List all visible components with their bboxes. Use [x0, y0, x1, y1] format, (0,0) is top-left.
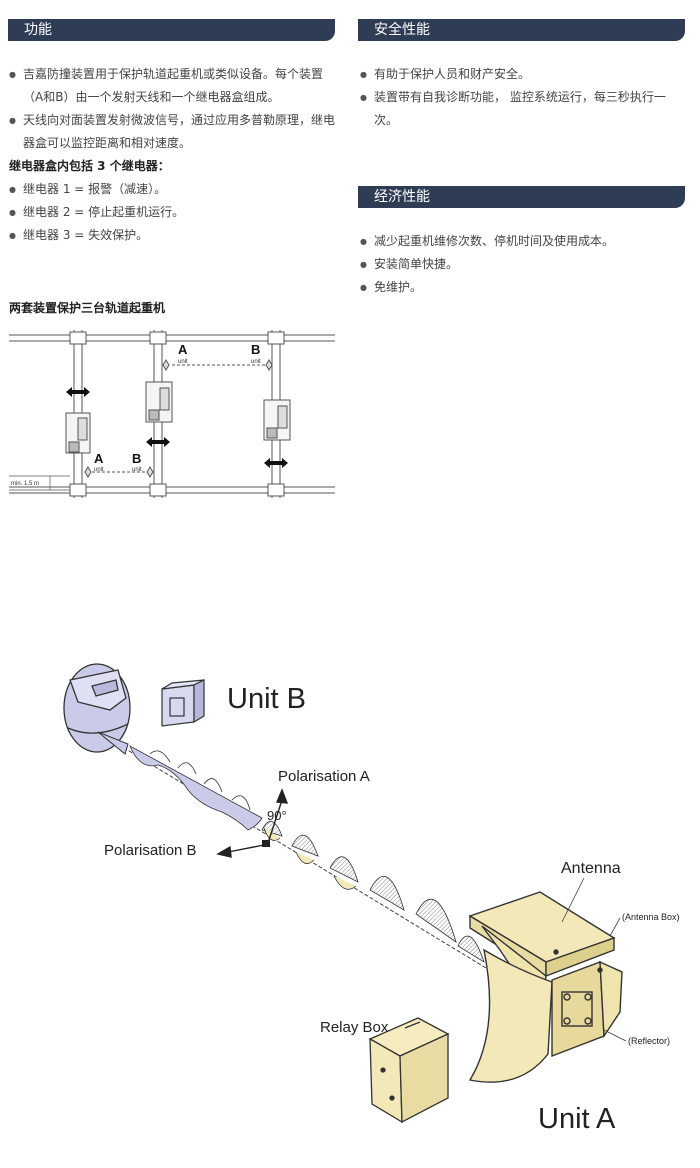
functions-title: 功能 — [24, 22, 52, 38]
min-distance: min. 1.5 m — [9, 475, 70, 491]
unit-b-label: Unit B — [227, 683, 306, 715]
economy-bullet-2: 安装简单快捷。 — [360, 253, 688, 276]
sensor-b-label: B — [251, 342, 260, 357]
sensor-a-unit: unit — [94, 467, 104, 473]
sensor-link-top: A unit B unit — [162, 342, 273, 371]
antenna-label: Antenna — [561, 860, 621, 877]
min-distance-label: min. 1.5 m — [11, 481, 39, 487]
economy-bullet-text: 安装简单快捷。 — [374, 257, 459, 271]
crane-diagram: A unit B unit A unit B unit min. 1.5 m — [9, 330, 335, 498]
relay-item-text: 继电器 3 = 失效保护。 — [23, 228, 149, 242]
economy-section: 减少起重机维修次数、停机时间及使用成本。 安装简单快捷。 免维护。 — [360, 230, 688, 299]
unit-a-antenna — [468, 891, 623, 1083]
functions-bullet-2: 天线向对面装置发射微波信号，通过应用多普勒原理，继电器盒可以监控距离和相对速度。 — [9, 109, 337, 155]
relay-item-3: 继电器 3 = 失效保护。 — [9, 224, 337, 247]
functions-section: 吉嘉防撞装置用于保护轨道起重机或类似设备。每个装置（A和B）由一个发射天线和一个… — [9, 63, 337, 247]
crane-3 — [263, 330, 291, 498]
unit-b-antenna — [63, 663, 131, 753]
crane-diagram-title: 两套装置保护三台轨道起重机 — [9, 301, 166, 315]
economy-bullet-text: 减少起重机维修次数、停机时间及使用成本。 — [374, 234, 615, 248]
sensor-link-bottom: A unit B unit — [84, 451, 154, 478]
functions-bullet-1: 吉嘉防撞装置用于保护轨道起重机或类似设备。每个装置（A和B）由一个发射天线和一个… — [9, 63, 337, 109]
safety-bullet-2: 装置带有自我诊断功能， 监控系统运行，每三秒执行一次。 — [360, 86, 688, 132]
move-arrow-icon — [66, 387, 288, 468]
unit-b-relay-box — [161, 679, 205, 727]
safety-section: 有助于保护人员和财产安全。 装置带有自我诊断功能， 监控系统运行，每三秒执行一次… — [360, 63, 688, 132]
relay-item-1: 继电器 1 = 报警（减速）。 — [9, 178, 337, 201]
sensor-b-unit: unit — [251, 359, 261, 365]
functions-bullet-text: 吉嘉防撞装置用于保护轨道起重机或类似设备。每个装置（A和B）由一个发射天线和一个… — [23, 67, 324, 104]
functions-bullet-text: 天线向对面装置发射微波信号，通过应用多普勒原理，继电器盒可以监控距离和相对速度。 — [23, 113, 336, 150]
antenna-box-label: (Antenna Box) — [622, 912, 680, 922]
sensor-a-unit: unit — [178, 359, 188, 365]
safety-header: 安全性能 — [358, 19, 685, 41]
safety-bullet-text: 有助于保护人员和财产安全。 — [374, 67, 531, 81]
angle-label: 90° — [267, 808, 287, 823]
relay-heading: 继电器盒内包括 3 个继电器： — [9, 159, 170, 173]
relay-item-text: 继电器 2 = 停止起重机运行。 — [23, 205, 185, 219]
sensor-b-unit: unit — [132, 467, 142, 473]
unit-a-label: Unit A — [538, 1103, 616, 1135]
crane-1 — [65, 330, 91, 498]
crane-2 — [145, 330, 173, 498]
functions-header: 功能 — [8, 19, 335, 41]
polarisation-b-label: Polarisation B — [104, 842, 197, 859]
safety-bullet-1: 有助于保护人员和财产安全。 — [360, 63, 688, 86]
polarisation-a-label: Polarisation A — [278, 768, 370, 785]
relay-item-text: 继电器 1 = 报警（减速）。 — [23, 182, 167, 196]
safety-title: 安全性能 — [374, 22, 430, 38]
polarisation-arrows — [216, 788, 289, 858]
unit-a-relay-box — [368, 1017, 450, 1124]
economy-bullet-1: 减少起重机维修次数、停机时间及使用成本。 — [360, 230, 688, 253]
sensor-a-label: A — [178, 342, 188, 357]
economy-bullet-text: 免维护。 — [374, 280, 423, 294]
economy-title: 经济性能 — [374, 189, 430, 205]
sensor-b-label: B — [132, 451, 141, 466]
reflector-label: (Reflector) — [628, 1036, 670, 1046]
economy-header: 经济性能 — [358, 186, 685, 208]
wave-beam — [97, 731, 487, 969]
safety-bullet-text: 装置带有自我诊断功能， 监控系统运行，每三秒执行一次。 — [374, 90, 666, 127]
top-rail — [9, 334, 335, 342]
relay-box-label: Relay Box — [320, 1019, 389, 1036]
economy-bullet-3: 免维护。 — [360, 276, 688, 299]
sensor-a-label: A — [94, 451, 104, 466]
unit-diagram: Unit B Polarisation A 90° Polarisation B… — [63, 663, 680, 1135]
relay-item-2: 继电器 2 = 停止起重机运行。 — [9, 201, 337, 224]
